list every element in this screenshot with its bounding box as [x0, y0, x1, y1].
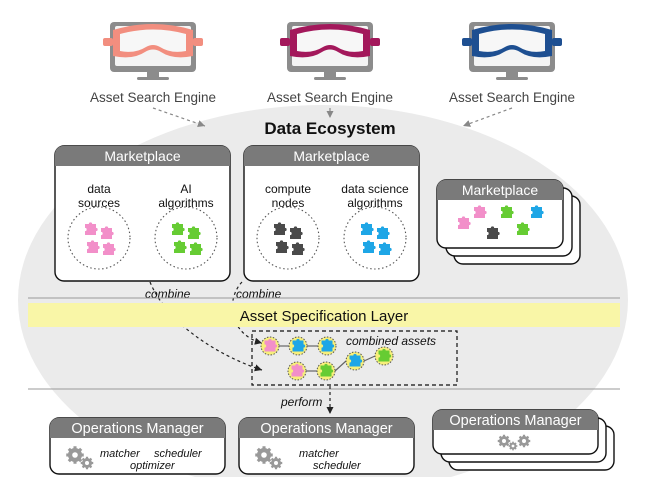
asset-circle — [154, 206, 218, 270]
marketplace-0-puzzle-icon — [101, 226, 114, 239]
header-bar — [55, 146, 230, 166]
pink-puzzle-icon — [474, 205, 487, 218]
goggles-icon — [103, 24, 203, 58]
om-label-scheduler: scheduler — [154, 448, 203, 460]
header-title: Marketplace — [293, 148, 369, 164]
monitor-stand — [506, 72, 518, 77]
dark-puzzle-icon — [487, 226, 500, 239]
perform-label: perform — [280, 395, 322, 409]
om-label-matcher: matcher — [100, 448, 141, 460]
search-engine-label: Asset Search Engine — [449, 90, 575, 105]
marketplace-1-puzzle-icon — [290, 226, 303, 239]
search-engine-label: Asset Search Engine — [267, 90, 393, 105]
combined-puzzle-icon — [378, 348, 392, 362]
monitor-base — [137, 77, 169, 80]
om-label-matcher: matcher — [299, 448, 340, 460]
header-bar — [244, 146, 419, 166]
monitor-stand — [147, 72, 159, 77]
marketplace-0-puzzle-icon — [172, 222, 185, 235]
combined-puzzle-icon — [321, 338, 335, 352]
blue-puzzle-icon — [531, 205, 544, 218]
combined-puzzle-icon — [349, 353, 363, 367]
om-label-optimizer: optimizer — [130, 460, 176, 472]
marketplace-1-puzzle-icon — [361, 222, 374, 235]
monitor-stand — [324, 72, 336, 77]
header-title: Operations Manager — [260, 421, 392, 437]
gear-icon — [497, 434, 511, 448]
combined-puzzle-icon — [292, 338, 306, 352]
monitor-base — [496, 77, 528, 80]
combined-assets-box — [251, 330, 458, 386]
combined-puzzle-icon — [320, 363, 334, 377]
marketplace-0-puzzle-icon — [87, 240, 100, 253]
marketplace-1-puzzle-icon — [379, 242, 392, 255]
marketplace-frame — [54, 145, 231, 282]
pink-puzzle-icon — [458, 216, 471, 229]
marketplace-1-puzzle-icon — [292, 242, 305, 255]
marketplace-stack: Marketplace — [436, 179, 581, 265]
combined-assets-label: combined assets — [346, 334, 436, 348]
marketplace-frame — [243, 145, 420, 282]
marketplace-0-puzzle-icon — [188, 226, 201, 239]
header-bar — [433, 410, 598, 430]
marketplace-0-puzzle-icon — [85, 222, 98, 235]
search-engine-label: Asset Search Engine — [90, 90, 216, 105]
green-puzzle-icon — [517, 222, 530, 235]
gear-icon — [269, 456, 283, 470]
header-bar — [239, 418, 414, 438]
search-engine: Asset Search Engine — [90, 22, 216, 128]
gear-icon — [508, 441, 518, 451]
combine-label-2: combine — [236, 287, 282, 301]
operations-manager-stack: Operations Manager — [432, 409, 615, 471]
gear-icon — [517, 434, 531, 448]
ecosystem-title: Data Ecosystem — [264, 119, 395, 138]
marketplace-0-puzzle-icon — [103, 242, 116, 255]
asset-circle — [256, 206, 320, 270]
marketplace-0-puzzle-icon — [190, 242, 203, 255]
spec-layer-band — [28, 303, 620, 327]
combined-puzzle-icon — [291, 363, 305, 377]
gear-icon — [66, 446, 84, 464]
marketplace-1-puzzle-icon — [276, 240, 289, 253]
marketplace-1-puzzle-icon — [377, 226, 390, 239]
goggles-icon — [462, 24, 562, 58]
operations-manager-card: Operations Manager matcher scheduleroptimi… — [49, 417, 226, 475]
combine-label-1: combine — [145, 287, 191, 301]
header-title: Operations Manager — [71, 421, 203, 437]
monitor-base — [314, 77, 346, 80]
om-label-scheduler: scheduler — [313, 460, 362, 472]
header-title: Marketplace — [104, 148, 180, 164]
search-arrow — [462, 107, 513, 127]
gear-icon — [80, 456, 94, 470]
marketplace-1-puzzle-icon — [274, 222, 287, 235]
asset-circle — [343, 206, 407, 270]
header-bar — [437, 180, 563, 200]
combined-link — [363, 355, 376, 362]
header-bar — [50, 418, 225, 438]
goggles-icon — [280, 24, 380, 58]
marketplace-1-puzzle-icon — [363, 240, 376, 253]
marketplace-0-puzzle-icon — [174, 240, 187, 253]
combined-link — [334, 360, 347, 372]
header-title: Marketplace — [462, 182, 538, 198]
green-puzzle-icon — [501, 205, 514, 218]
search-engine: Asset Search Engine — [449, 22, 575, 127]
spec-layer-label: Asset Specification Layer — [240, 308, 408, 325]
gear-icon — [255, 446, 273, 464]
asset-circle — [67, 206, 131, 270]
header-title: Operations Manager — [449, 413, 581, 429]
search-engine: Asset Search Engine — [267, 22, 393, 118]
combined-puzzle-icon — [264, 338, 278, 352]
